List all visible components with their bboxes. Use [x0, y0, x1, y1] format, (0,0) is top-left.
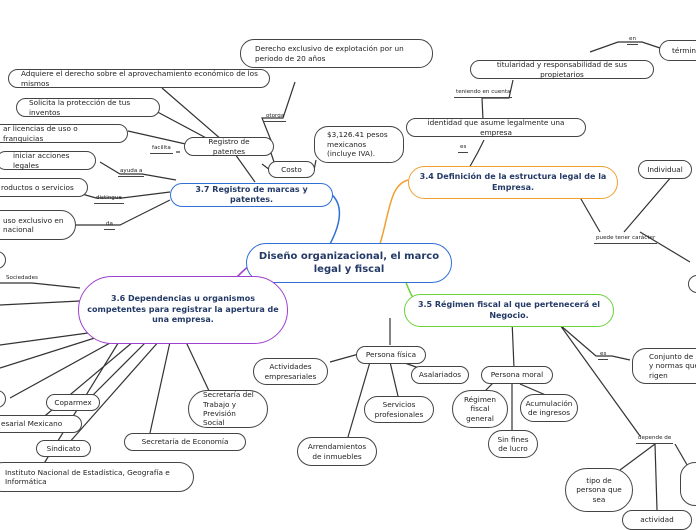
actividades-label: Actividades empresariales [264, 362, 317, 381]
costo-label: Costo [281, 164, 302, 174]
costo-valor-node[interactable]: $3,126.41 pesos mexicanos (incluye IVA). [314, 126, 404, 163]
productos-servicios-label: roductos o servicios [1, 182, 74, 192]
es-connector-label: es [458, 144, 469, 153]
coparmex-node[interactable]: Coparmex [46, 394, 100, 411]
registro-branch-label: 3.7 Registro de marcas y patentes. [195, 184, 308, 204]
costo-node[interactable]: Costo [268, 161, 315, 178]
arrendamientos-label: Arrendamientos de inmuebles [307, 442, 367, 461]
solicita-node[interactable]: Solicita la protección de tus inventos [16, 98, 160, 117]
adquiere-label: Adquiere el derecho sobre el aprovechami… [21, 69, 258, 88]
persona-moral-label: Persona moral [490, 370, 544, 380]
acumulacion-label: Acumulación de ingresos [525, 398, 573, 417]
sindicato-label: Sindicato [46, 443, 81, 453]
conjunto-node[interactable]: Conjunto de le y normas que rigen [632, 348, 696, 384]
derecho-exclusivo-node[interactable]: Derecho exclusivo de explotación por un … [240, 39, 433, 68]
dependencias-branch-label: 3.6 Dependencias u organismos competente… [87, 294, 279, 325]
regimen-branch[interactable]: 3.5 Régimen fiscal al que pertenecerá el… [404, 294, 614, 327]
licencias-label: ar licencias de uso o franquicias [3, 124, 78, 143]
regimen-general-node[interactable]: Régimen fiscal general [452, 390, 508, 428]
puede-tener-connector-label: puede tener carácter [594, 235, 658, 244]
derecho-exclusivo-label: Derecho exclusivo de explotación por un … [255, 44, 404, 63]
inegi-label: Instituto Nacional de Estadística, Geogr… [5, 467, 170, 486]
persona-fisica-node[interactable]: Persona física [356, 346, 426, 364]
arrendamientos-node[interactable]: Arrendamientos de inmuebles [297, 437, 377, 466]
conjunto-label: Conjunto de le y normas que rigen [649, 351, 696, 380]
depende-connector-label: depende de [636, 435, 674, 444]
persona-moral-node[interactable]: Persona moral [481, 366, 553, 384]
titularidad-node[interactable]: titularidad y responsabilidad de sus pro… [470, 60, 654, 79]
iniciar-acciones-node[interactable]: iniciar acciones legales [0, 151, 96, 170]
ayuda-connector-label: ayuda a [118, 168, 145, 177]
termino-node[interactable]: término [659, 40, 696, 61]
servicios-label: Servicios profesionales [374, 400, 424, 419]
actividades-node[interactable]: Actividades empresariales [253, 358, 328, 385]
regimen-general-label: Régimen fiscal general [463, 394, 497, 423]
central-topic-label: Diseño organizacional, el marco legal y … [258, 251, 440, 275]
secretaria-economia-node[interactable]: Secretaría de Economía [124, 433, 246, 451]
persona-fisica-label: Persona física [365, 350, 417, 360]
adquiere-node[interactable]: Adquiere el derecho sobre el aprovechami… [8, 69, 270, 88]
asalariados-label: Asalariados [418, 370, 462, 380]
titularidad-label: titularidad y responsabilidad de sus pro… [496, 60, 628, 79]
costo-valor-label: $3,126.41 pesos mexicanos (incluye IVA). [327, 130, 388, 159]
secretaria-economia-label: Secretaría de Economía [141, 437, 229, 447]
actividad-node[interactable]: actividad [622, 510, 692, 530]
secretaria-trabajo-node[interactable]: Secretaría del Trabajo y Previsión Socia… [188, 390, 268, 428]
individual-label: Individual [647, 164, 683, 174]
registro-branch[interactable]: 3.7 Registro de marcas y patentes. [170, 183, 333, 207]
asalariados-node[interactable]: Asalariados [411, 366, 469, 384]
identidad-node[interactable]: identidad que asume legalmente una empre… [406, 118, 586, 137]
otorga-connector-label: otorga [264, 113, 287, 122]
termino-label: término [672, 45, 696, 55]
registro-patentes-node[interactable]: Registro de patentes [184, 137, 274, 156]
acumulacion-node[interactable]: Acumulación de ingresos [520, 394, 578, 422]
central-topic[interactable]: Diseño organizacional, el marco legal y … [246, 243, 452, 283]
definicion-branch[interactable]: 3.4 Definición de la estructura legal de… [408, 166, 618, 199]
empresarial-node[interactable]: esarial Mexicano [0, 415, 82, 433]
productos-servicios-node[interactable]: roductos o servicios [0, 178, 88, 197]
dependencias-branch[interactable]: 3.6 Dependencias u organismos competente… [78, 276, 288, 344]
en-connector-label: en [627, 36, 638, 45]
licencias-node[interactable]: ar licencias de uso o franquicias [0, 124, 128, 143]
sociedades-label: Sociedades [6, 275, 38, 281]
da-connector-label: da [104, 221, 115, 230]
partial-node-bottom-right[interactable] [680, 462, 696, 506]
identidad-label: identidad que asume legalmente una empre… [427, 118, 565, 137]
sin-fines-node[interactable]: Sin fines de lucro [488, 430, 538, 458]
distingue-connector-label: distingue [94, 195, 124, 204]
servicios-node[interactable]: Servicios profesionales [364, 396, 434, 423]
registro-patentes-label: Registro de patentes [208, 137, 250, 156]
iniciar-acciones-label: iniciar acciones legales [13, 151, 70, 170]
regimen-branch-label: 3.5 Régimen fiscal al que pertenecerá el… [417, 300, 601, 320]
solicita-label: Solicita la protección de tus inventos [29, 98, 131, 117]
uso-exclusivo-label: uso exclusivo en nacional [3, 215, 64, 234]
facilita-connector-label: facilita [150, 145, 173, 154]
sin-fines-label: Sin fines de lucro [497, 434, 529, 453]
inegi-node[interactable]: Instituto Nacional de Estadística, Geogr… [0, 462, 194, 492]
definicion-branch-label: 3.4 Definición de la estructura legal de… [419, 172, 607, 192]
secretaria-trabajo-label: Secretaría del Trabajo y Previsión Socia… [203, 390, 254, 428]
teniendo-connector-label: teniendo en cuenta [454, 89, 513, 98]
uso-exclusivo-node[interactable]: uso exclusivo en nacional [0, 210, 76, 240]
coparmex-label: Coparmex [54, 397, 92, 407]
tipo-persona-node[interactable]: tipo de persona que sea [565, 468, 633, 512]
sindicato-node[interactable]: Sindicato [36, 440, 91, 457]
individual-node[interactable]: Individual [638, 160, 692, 179]
es-regimen-connector-label: es [598, 351, 609, 360]
empresarial-label: esarial Mexicano [1, 419, 63, 429]
tipo-persona-label: tipo de persona que sea [576, 475, 622, 504]
